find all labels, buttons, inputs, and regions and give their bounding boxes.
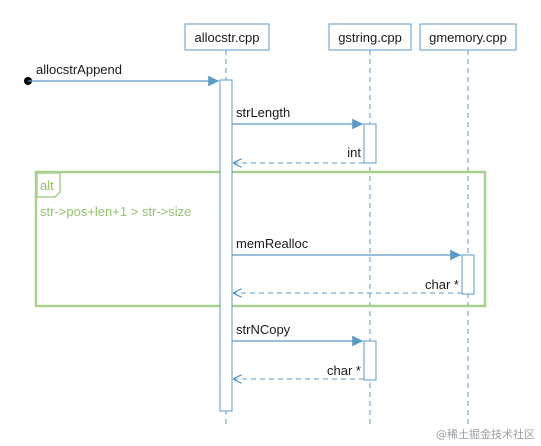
message-label-memrealloc: memRealloc — [236, 236, 309, 251]
alt-operator-label: alt — [40, 178, 54, 193]
activation-gmemory-memrealloc — [461, 254, 475, 295]
return-label-char-ptr-memrealloc: char * — [425, 277, 459, 292]
alt-operator-tab — [36, 172, 61, 198]
return-label-char-ptr-strncopy: char * — [327, 363, 361, 378]
return-char-ptr-memrealloc: char * — [233, 277, 462, 293]
return-label-int: int — [347, 145, 361, 160]
participant-gstring[interactable]: gstring.cpp — [328, 23, 412, 51]
message-strlength: strLength — [232, 105, 363, 130]
message-label-strncopy: strNCopy — [236, 322, 291, 337]
message-memrealloc: memRealloc — [232, 236, 461, 261]
activation-allocstr — [219, 79, 233, 412]
participant-label-gmemory: gmemory.cpp — [429, 30, 507, 45]
message-strncopy: strNCopy — [232, 322, 363, 347]
activation-gstring-strncopy — [363, 340, 377, 381]
message-label-strlength: strLength — [236, 105, 290, 120]
return-int: int — [233, 145, 364, 163]
message-entry: allocstrAppend — [24, 62, 219, 87]
return-char-ptr-strncopy: char * — [233, 363, 364, 379]
entry-message-label: allocstrAppend — [36, 62, 122, 77]
participant-gmemory[interactable]: gmemory.cpp — [419, 23, 517, 51]
watermark: @稀土掘金技术社区 — [436, 428, 535, 441]
alt-fragment: alt str->pos+len+1 > str->size — [34, 170, 487, 308]
participant-label-gstring: gstring.cpp — [338, 30, 402, 45]
participant-label-allocstr: allocstr.cpp — [194, 30, 259, 45]
participant-allocstr[interactable]: allocstr.cpp — [184, 23, 270, 51]
alt-guard-label: str->pos+len+1 > str->size — [40, 204, 191, 219]
activation-gstring-strlength — [363, 123, 377, 164]
